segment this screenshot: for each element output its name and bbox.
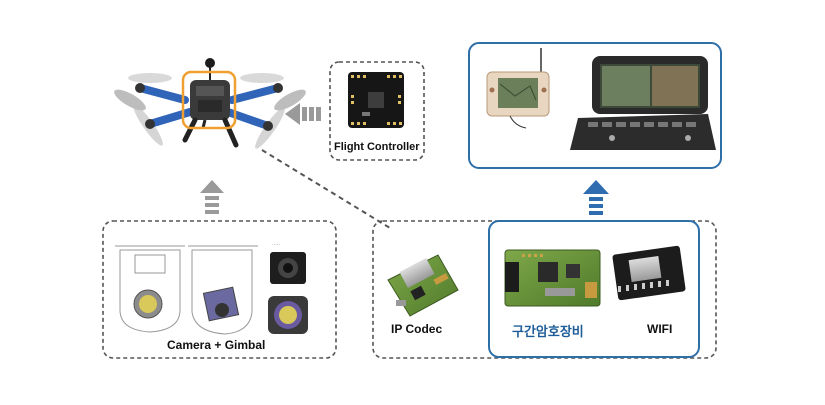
camera-gimbal-label: Camera + Gimbal <box>167 338 266 352</box>
arrow-fc-to-drone <box>285 103 321 125</box>
drone-highlight-box <box>181 70 237 130</box>
handheld-controller-icon <box>486 48 550 129</box>
wifi-label: WIFI <box>647 322 673 336</box>
camera-gimbal-drawing-icon: ····· <box>115 242 308 335</box>
drone-icon <box>114 58 306 149</box>
wifi-module-icon <box>612 245 686 301</box>
encryption-device-label: 구간암호장비 <box>512 324 584 339</box>
encryption-board-icon <box>504 249 601 307</box>
ip-codec-board-icon <box>387 254 459 317</box>
encryption-wifi-box <box>488 220 700 358</box>
ip-codec-label: IP Codec <box>391 322 443 336</box>
flight-controller-box <box>329 61 425 161</box>
connector-drone-to-radio <box>261 149 391 229</box>
ground-station-laptop-icon <box>570 56 716 150</box>
camera-gimbal-box <box>102 220 337 359</box>
flight-controller-label: Flight Controller <box>334 141 420 153</box>
svg-text:·····: ····· <box>272 242 281 248</box>
flight-controller-board-icon <box>348 72 404 128</box>
arrow-camera-to-drone <box>200 180 224 214</box>
arrow-radio-to-ground <box>583 180 609 215</box>
ground-station-box <box>468 42 722 169</box>
